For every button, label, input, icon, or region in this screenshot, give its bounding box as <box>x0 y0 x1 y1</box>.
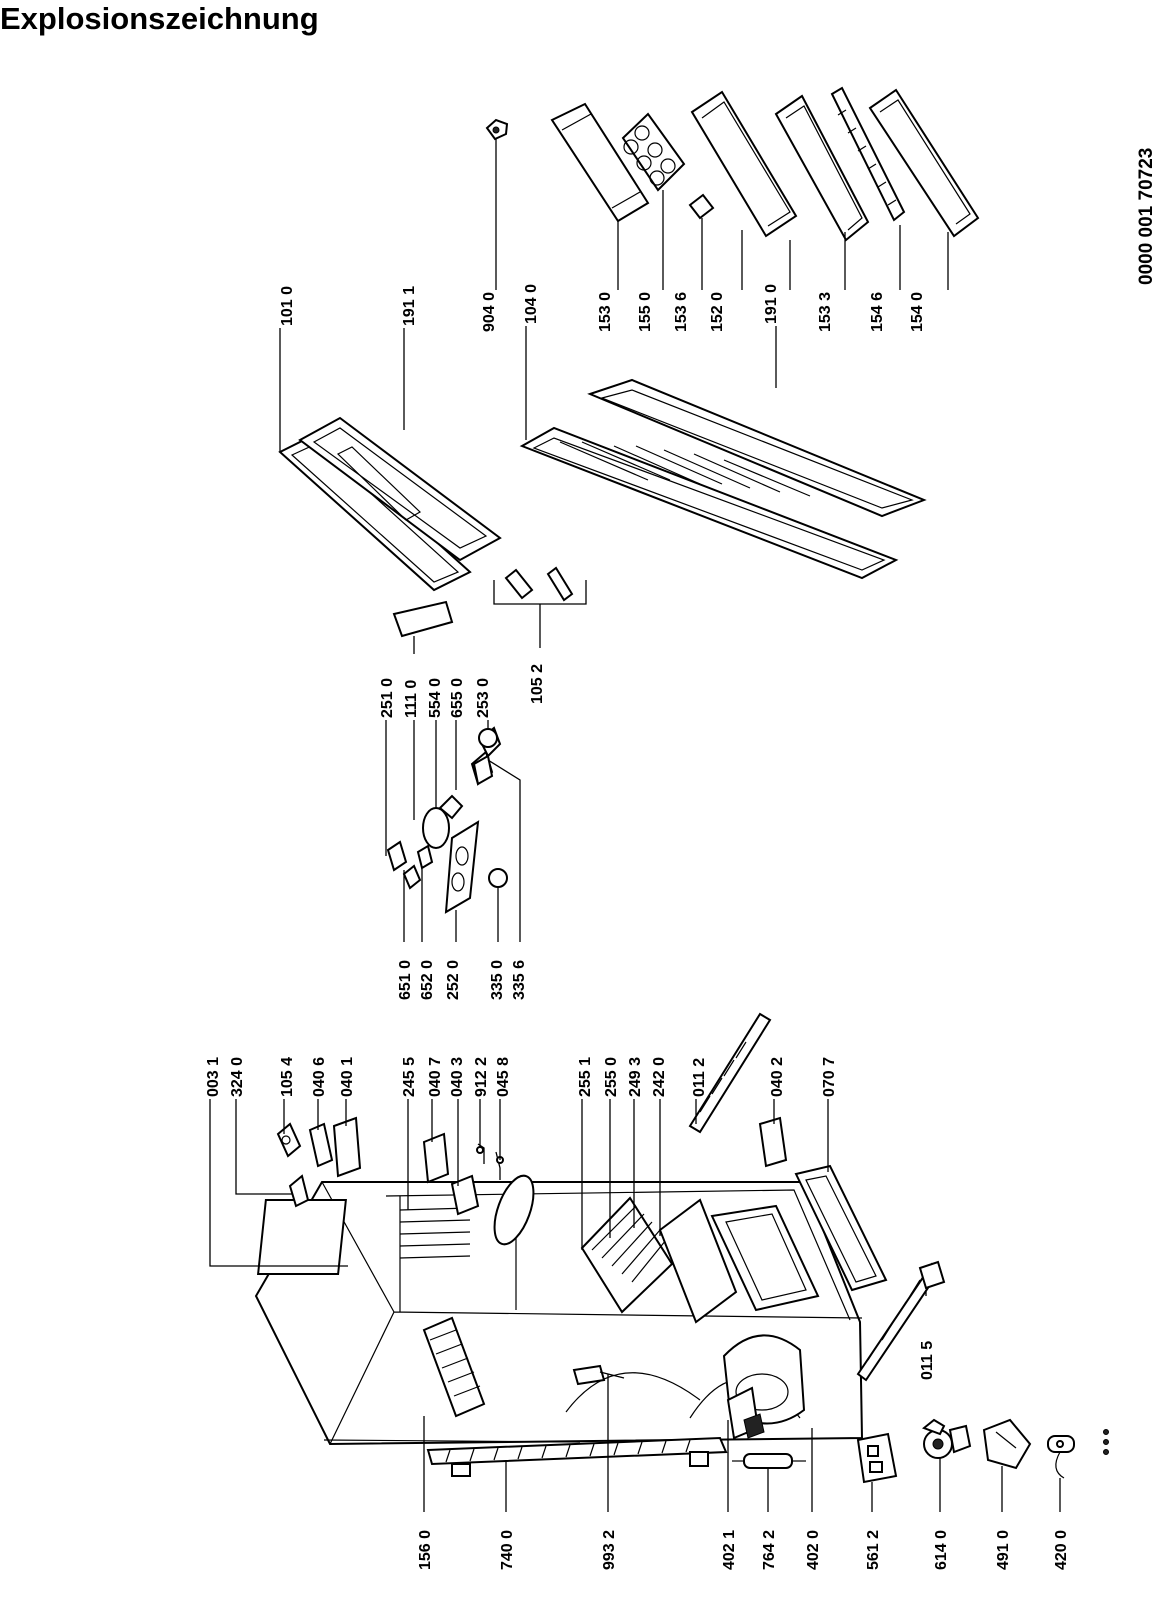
lower-components <box>323 1418 1109 1484</box>
label-655-0: 655 0 <box>449 678 466 718</box>
bracket-040-3 <box>450 1174 480 1216</box>
hinge-105-4 <box>276 1122 302 1158</box>
label-040-6: 040 6 <box>311 1057 328 1097</box>
lower-leaders <box>423 1374 1061 1512</box>
cabinet-small-parts <box>276 1012 946 1382</box>
main-gasket-191-0 <box>587 378 927 518</box>
label-652-0: 652 0 <box>419 960 436 1000</box>
label-252-0: 252 0 <box>445 960 462 1000</box>
label-249-3: 249 3 <box>627 1057 644 1097</box>
hinge-040-6 <box>308 1122 334 1168</box>
drier-764-2 <box>743 1453 793 1469</box>
label-242-0: 242 0 <box>651 1057 668 1097</box>
label-040-2: 040 2 <box>769 1057 786 1097</box>
door-accessories <box>485 86 980 290</box>
label-245-5: 245 5 <box>401 1057 418 1097</box>
label-904-0: 904 0 <box>481 292 498 332</box>
label-402-1: 402 1 <box>721 1530 738 1570</box>
evaporator-245-5 <box>256 1199 347 1275</box>
knob-253-0 <box>478 728 498 748</box>
egg-tray-155-0 <box>621 112 686 192</box>
page-title: Explosionszeichnung <box>0 1 319 36</box>
label-491-0: 491 0 <box>995 1530 1012 1570</box>
label-105-2: 105 2 <box>529 664 546 704</box>
label-040-7: 040 7 <box>427 1057 444 1097</box>
condenser-740-0 <box>426 1436 728 1466</box>
freezer-door <box>278 328 502 592</box>
bracket-040-2 <box>758 1116 788 1168</box>
label-255-1: 255 1 <box>577 1057 594 1097</box>
label-993-2: 993 2 <box>601 1530 618 1570</box>
hinge-group-105-2 <box>392 566 587 654</box>
label-153-6: 153 6 <box>673 292 690 332</box>
label-561-2: 561 2 <box>865 1530 882 1570</box>
label-105-4: 105 4 <box>279 1057 296 1097</box>
label-003-1: 003 1 <box>205 1057 222 1097</box>
cover-324-0 <box>288 1174 310 1208</box>
shelf-249-3 <box>658 1198 738 1324</box>
thermostat-knob-554-0 <box>422 807 450 849</box>
label-335-6: 335 6 <box>511 960 528 1000</box>
label-324-0: 324 0 <box>229 1057 246 1097</box>
cabinet-leaders <box>209 1099 927 1296</box>
label-651-0: 651 0 <box>397 960 414 1000</box>
label-101-0: 101 0 <box>279 286 296 326</box>
hinge-040-7 <box>422 1132 450 1184</box>
label-253-0: 253 0 <box>475 678 492 718</box>
crisper-242-0 <box>710 1204 820 1312</box>
main-door-104-0 <box>519 426 899 580</box>
label-153-3: 153 3 <box>817 292 834 332</box>
label-764-2: 764 2 <box>761 1530 778 1570</box>
label-740-0: 740 0 <box>499 1530 516 1570</box>
butter-cover-153-0 <box>550 102 650 223</box>
label-152-0: 152 0 <box>709 292 726 332</box>
label-040-3: 040 3 <box>449 1057 466 1097</box>
part-labels: 101 0 191 1 904 0 104 0 153 0 155 0 153 … <box>205 284 1070 1570</box>
label-070-7: 070 7 <box>821 1057 838 1097</box>
label-155-0: 155 0 <box>637 292 654 332</box>
bottle-bin-154-0 <box>868 88 980 238</box>
rail-011-2 <box>688 1012 772 1134</box>
label-154-0: 154 0 <box>909 292 926 332</box>
label-040-1: 040 1 <box>339 1057 356 1097</box>
label-154-6: 154 6 <box>869 292 886 332</box>
hinge-040-1 <box>332 1116 362 1178</box>
label-191-0: 191 0 <box>763 284 780 324</box>
hinge-bracket-251-0 <box>392 600 454 638</box>
lamp-cover-252-0 <box>444 820 480 914</box>
clip-153-6 <box>688 193 715 220</box>
vent-grille-156-0 <box>422 1316 486 1418</box>
cabinet <box>254 1174 864 1446</box>
bottle-divider-153-3 <box>830 86 906 222</box>
drawing-code: 0000 001 70723 <box>1136 148 1157 285</box>
label-335-0: 335 0 <box>489 960 506 1000</box>
label-111-0: 111 0 <box>403 680 420 718</box>
label-104-0: 104 0 <box>523 284 540 324</box>
label-153-0: 153 0 <box>597 292 614 332</box>
label-420-0: 420 0 <box>1053 1530 1070 1570</box>
label-191-1: 191 1 <box>401 286 418 326</box>
thermostat-lamp-assembly <box>385 720 521 942</box>
label-912-2: 912 2 <box>473 1057 490 1097</box>
label-011-2: 011 2 <box>691 1058 708 1097</box>
main-door <box>519 326 927 580</box>
door-bin-152-0 <box>690 90 798 238</box>
label-614-0: 614 0 <box>933 1530 950 1570</box>
glass-shelf-255-0 <box>580 1196 674 1314</box>
label-554-0: 554 0 <box>427 678 444 718</box>
cover-491-0 <box>982 1418 1032 1470</box>
bottle-rail-191-0 <box>774 94 870 242</box>
label-255-0: 255 0 <box>603 1057 620 1097</box>
relay-561-2 <box>856 1432 898 1484</box>
control-housing-in-cabinet <box>493 1174 535 1246</box>
label-156-0: 156 0 <box>417 1530 434 1570</box>
label-011-5: 011 5 <box>919 1341 936 1380</box>
label-045-8: 045 8 <box>495 1057 512 1097</box>
label-251-0: 251 0 <box>379 678 396 718</box>
button-335-0 <box>488 868 508 888</box>
profile-070-7 <box>794 1164 888 1292</box>
label-402-0: 402 0 <box>805 1530 822 1570</box>
